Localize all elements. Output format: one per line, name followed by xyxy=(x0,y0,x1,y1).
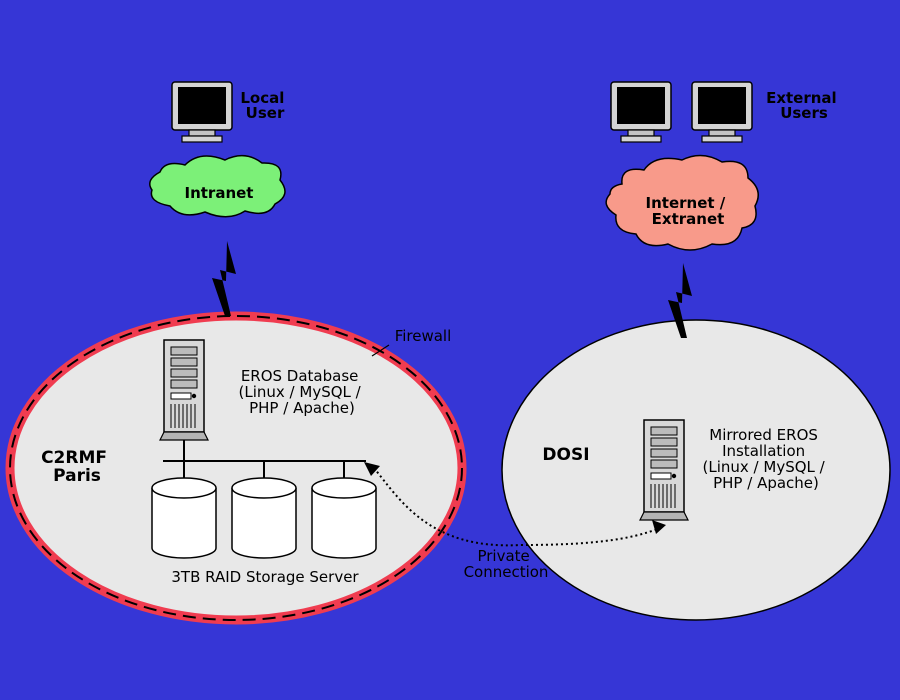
lightning-bolt-icon xyxy=(212,241,236,316)
internet-extranet-label: Internet / Extranet xyxy=(646,194,731,228)
monitor-icon xyxy=(171,81,233,143)
firewall-pointer-line xyxy=(371,344,390,357)
intranet-cloud xyxy=(149,154,286,218)
arrow-head-icon xyxy=(652,520,666,534)
private-connection-link xyxy=(373,467,661,547)
internet-cloud xyxy=(605,154,759,251)
disk-cylinder-icon xyxy=(151,477,217,559)
local-user-label: Local User xyxy=(240,89,289,122)
monitor-icon xyxy=(610,81,672,143)
server-tower-icon xyxy=(159,339,209,441)
eros-database-label: EROS Database (Linux / MySQL / PHP / Apa… xyxy=(239,367,366,417)
disk-cylinder-icon xyxy=(311,477,377,559)
external-users-label: External Users xyxy=(766,89,842,122)
mirrored-installation-label: Mirrored EROS Installation (Linux / MySQ… xyxy=(703,426,830,492)
disk-cylinder-icon xyxy=(231,477,297,559)
arrow-head-icon xyxy=(364,462,380,476)
lightning-bolt-icon xyxy=(668,263,692,338)
server-tower-icon xyxy=(639,419,689,521)
c2rmf-site-ellipse xyxy=(9,315,463,621)
firewall-label: Firewall xyxy=(395,327,452,345)
monitor-icon xyxy=(691,81,753,143)
dosi-site-ellipse xyxy=(501,319,891,621)
intranet-label: Intranet xyxy=(185,184,254,202)
private-connection-label: Private Connection xyxy=(464,547,549,581)
storage-server-label: 3TB RAID Storage Server xyxy=(171,568,359,586)
c2rmf-paris-label: C2RMF Paris xyxy=(41,448,113,486)
dosi-label: DOSI xyxy=(542,445,589,465)
